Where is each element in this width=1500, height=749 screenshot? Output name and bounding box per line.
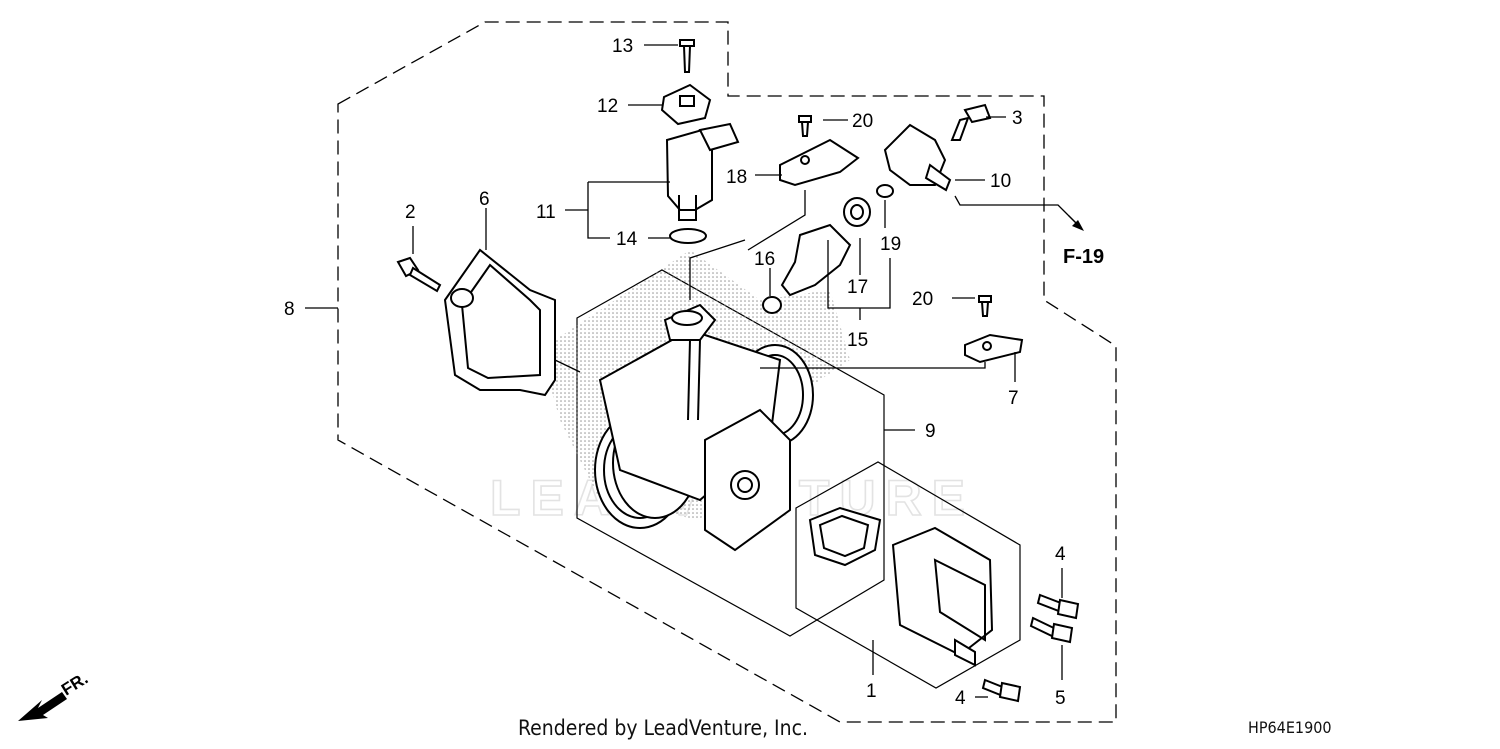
callout-4a: 4 (1055, 544, 1066, 565)
callout-18: 18 (726, 167, 747, 188)
injector-15 (762, 197, 871, 314)
leader-lines (305, 44, 1069, 698)
bracket-7 (964, 295, 1024, 364)
sensor-outline (795, 461, 1021, 689)
callout-10: 10 (990, 171, 1011, 192)
clamp-12 (660, 39, 712, 126)
bracket-18 (779, 115, 860, 187)
callout-15: 15 (847, 330, 868, 351)
bolts-4-5 (981, 593, 1080, 703)
callout-5: 5 (1055, 688, 1066, 709)
callout-3: 3 (1012, 108, 1023, 129)
assembly-outline (337, 21, 1117, 723)
callout-19: 19 (880, 234, 901, 255)
cover (443, 248, 556, 397)
callout-6: 6 (479, 189, 490, 210)
bolt-2 (396, 256, 442, 293)
gasket (808, 506, 882, 567)
callout-20b: 20 (912, 289, 933, 310)
callout-16: 16 (754, 249, 775, 270)
callout-7: 7 (1008, 388, 1019, 409)
callout-4b: 4 (955, 688, 966, 709)
sensor-1 (891, 526, 994, 667)
callout-1: 1 (866, 681, 877, 702)
callout-8: 8 (284, 299, 295, 320)
callout-13: 13 (612, 36, 633, 57)
direction-arrow-icon (18, 692, 67, 721)
credit-text: Rendered by LeadVenture, Inc. (518, 716, 808, 740)
diagram-code: HP64E1900 (1248, 718, 1332, 737)
callout-12: 12 (597, 96, 618, 117)
throttle-body (594, 303, 814, 552)
sensor-10 (876, 103, 992, 198)
callout-2: 2 (405, 202, 416, 223)
callout-11: 11 (536, 202, 556, 223)
reference-label: F-19 (1063, 246, 1104, 268)
callout-20a: 20 (852, 111, 873, 132)
reference-arrowhead (1072, 220, 1084, 231)
callout-9: 9 (925, 421, 936, 442)
callout-17: 17 (847, 277, 868, 298)
callout-14: 14 (616, 229, 638, 250)
sensor-11 (665, 122, 740, 244)
